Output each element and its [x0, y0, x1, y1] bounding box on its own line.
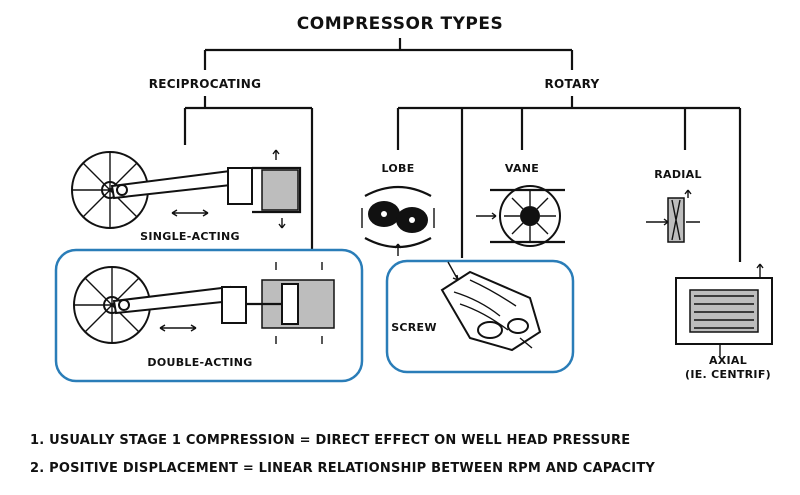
single-acting-illustration	[71, 149, 302, 229]
note-1: 1. USUALLY STAGE 1 COMPRESSION = DIRECT …	[30, 433, 630, 448]
label-single-acting: SINGLE-ACTING	[140, 230, 240, 243]
branch-reciprocating: RECIPROCATING	[149, 77, 262, 91]
branch-rotary: ROTARY	[544, 77, 599, 91]
label-axial-sub: (IE. CENTRIF)	[685, 368, 771, 381]
label-double-acting: DOUBLE-ACTING	[147, 356, 252, 369]
label-vane: VANE	[505, 162, 539, 175]
highlight-double-acting	[54, 248, 364, 383]
radial-illustration	[646, 189, 700, 243]
double-acting-illustration	[73, 262, 335, 344]
label-lobe: LOBE	[381, 162, 414, 175]
label-screw: SCREW	[391, 321, 437, 334]
note-2: 2. POSITIVE DISPLACEMENT = LINEAR RELATI…	[30, 461, 655, 476]
highlight-screw	[385, 259, 575, 374]
tree-connectors	[183, 38, 742, 262]
diagram-title: COMPRESSOR TYPES	[297, 14, 503, 34]
axial-illustration	[675, 263, 773, 356]
label-radial: RADIAL	[654, 168, 702, 181]
lobe-illustration	[361, 186, 435, 256]
screw-illustration	[440, 261, 542, 352]
vane-illustration	[476, 185, 565, 247]
label-axial: AXIAL	[709, 354, 747, 367]
